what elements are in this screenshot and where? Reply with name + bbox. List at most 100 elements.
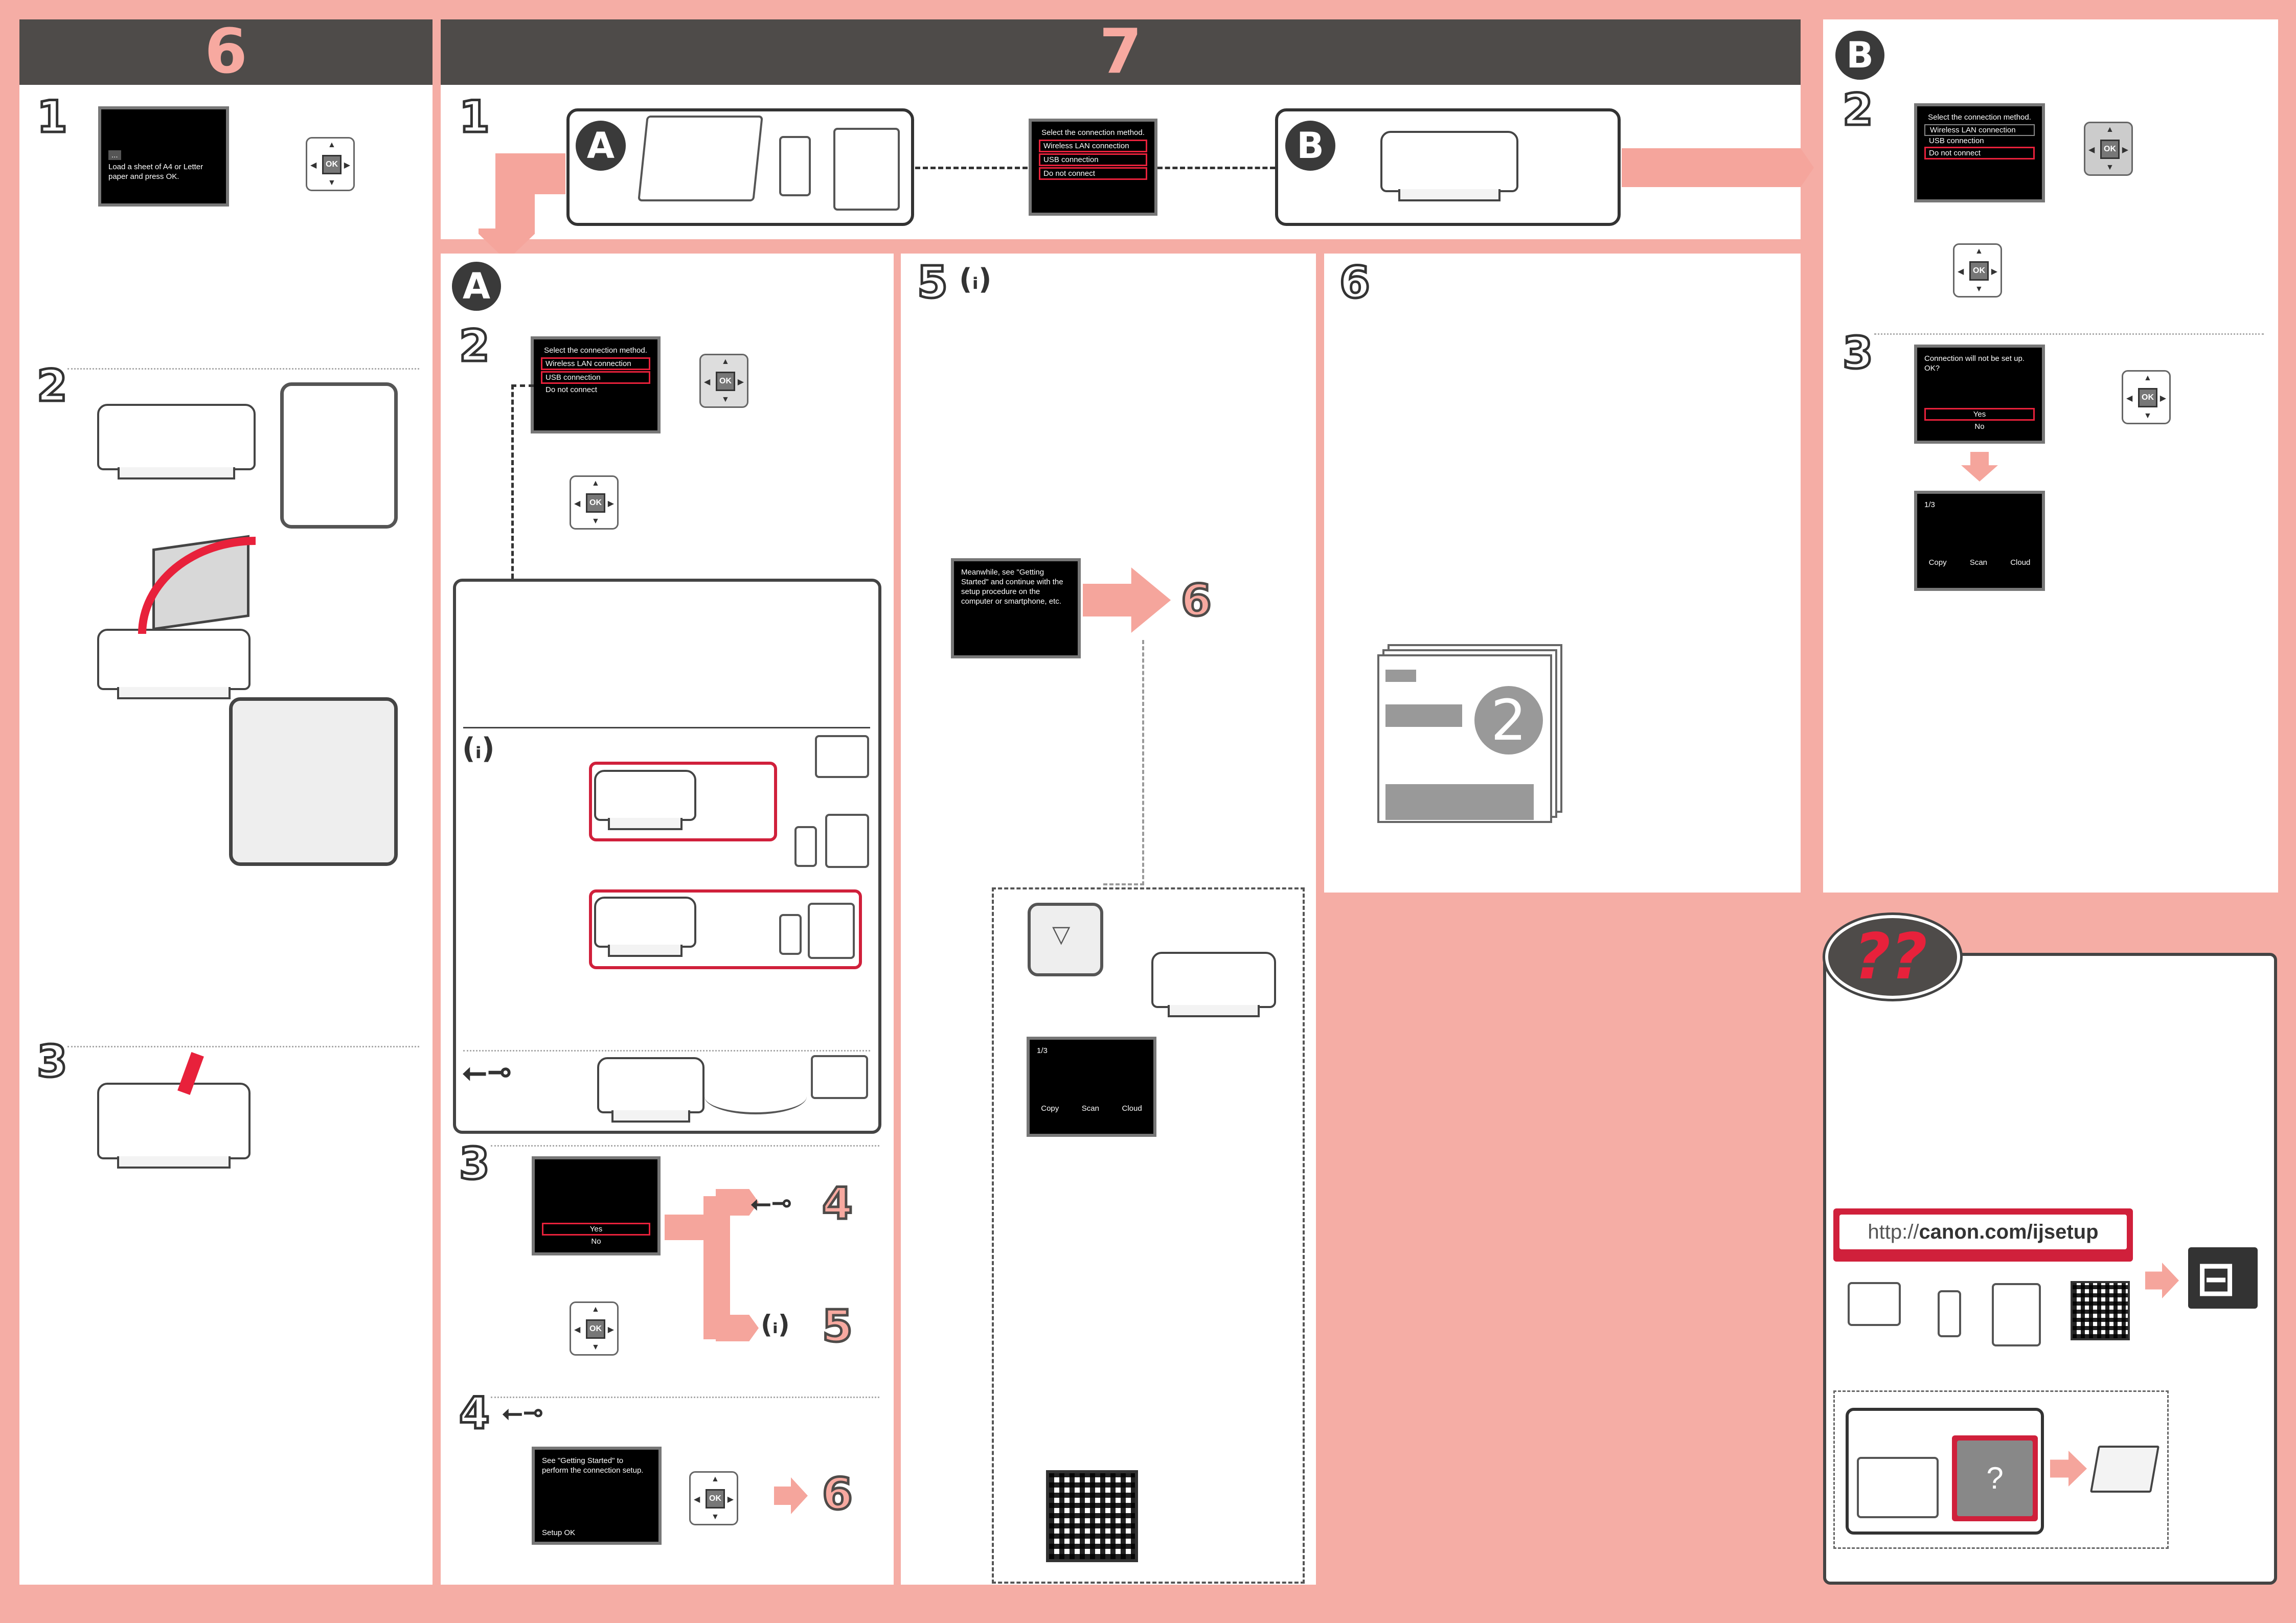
step-7-1: 1	[458, 92, 491, 143]
dashed-connector	[511, 384, 534, 579]
panel-b	[1823, 19, 2278, 893]
printer-icon	[597, 1057, 704, 1123]
lcd-getting-started: See "Getting Started" to perform the con…	[532, 1447, 662, 1545]
laptop-icon	[811, 1055, 868, 1099]
ok-label: OK	[1969, 261, 1989, 281]
lcd-option-usb: USB connection	[541, 371, 650, 384]
step-b-2: 2	[1842, 84, 1875, 135]
lcd-option-none: Do not connect	[545, 385, 597, 394]
ok-label: OK	[706, 1489, 725, 1508]
ref-step-5: 5	[821, 1301, 854, 1352]
ok-button-b-2[interactable]: OK▲▼◀▶	[2084, 122, 2133, 176]
laptop-icon	[1848, 1282, 1901, 1326]
printer-icon	[594, 770, 696, 830]
url-field[interactable]: http://canon.com/ijsetup	[1839, 1215, 2127, 1249]
ok-button-6-1[interactable]: OK▲▼◀▶	[306, 137, 355, 191]
tablet-icon	[825, 814, 869, 868]
lcd-not-set: Connection will not be set up. OK? Yes N…	[1914, 345, 2045, 444]
lcd-home-scan: Scan	[1081, 1104, 1099, 1113]
smartphone-icon	[779, 136, 811, 196]
lcd-yes: Yes	[1924, 408, 2035, 421]
step-6: 6	[1338, 257, 1372, 308]
step-b-3: 3	[1842, 328, 1875, 379]
step-6-2: 2	[36, 360, 69, 412]
ok-button-b-2b[interactable]: OK▲▼◀▶	[1953, 243, 2002, 298]
smartphone-icon	[794, 826, 817, 867]
lcd-blurred-yes-no: Yes No	[532, 1156, 661, 1255]
lcd-gs-text: See "Getting Started" to perform the con…	[542, 1456, 644, 1475]
book-icon	[2089, 1446, 2160, 1493]
option-a-box[interactable]	[566, 108, 914, 226]
divider	[67, 1046, 419, 1047]
ok-label: OK	[2100, 140, 2120, 159]
help-app-icon[interactable]: ?	[1952, 1435, 2038, 1521]
tablet-icon	[808, 903, 855, 959]
arrow-to-b	[1622, 148, 1814, 187]
manual-bar	[1385, 704, 1462, 727]
online-manual-icon[interactable]	[2188, 1247, 2258, 1309]
dashed-info-box	[992, 887, 1305, 1584]
lcd-home-b: 1/3 Copy Scan Cloud	[1914, 491, 2045, 591]
printer-icon	[1151, 952, 1276, 1017]
smartphone-icon	[1938, 1290, 1961, 1337]
panel-5	[901, 254, 1316, 1585]
lcd-home: 1/3 Copy Scan Cloud	[1027, 1037, 1156, 1137]
usb-icon: ⭠⊸	[751, 1188, 792, 1218]
lcd-home-scan: Scan	[1969, 558, 1988, 567]
scanner-glass-zoom	[229, 697, 398, 866]
smartphone-icon	[779, 914, 802, 955]
step-5: 5	[916, 257, 949, 308]
lcd-option-none: Do not connect	[1924, 147, 2035, 159]
step-a-4: 4	[458, 1388, 491, 1439]
manual-bar	[1385, 784, 1534, 820]
url-text: canon.com/ijsetup	[1919, 1221, 2099, 1243]
ok-button-b-3[interactable]: OK▲▼◀▶	[2122, 370, 2171, 424]
ref-step-4: 4	[821, 1178, 854, 1229]
question-icon: ??	[1854, 920, 1927, 994]
lcd-home-page: 1/3	[1924, 500, 1935, 509]
dashed-help-box	[1833, 1390, 2169, 1549]
url-prefix: http://	[1868, 1221, 1919, 1243]
printer-close-illustration	[97, 1083, 251, 1169]
branch-arrow-down	[716, 1315, 759, 1341]
lcd-connection-method-a: Select the connection method. Wireless L…	[531, 336, 661, 433]
branch-arrow	[665, 1215, 711, 1240]
lcd-load-line1: Load a sheet of A4 or Letter	[108, 163, 203, 171]
ref-step-6: 6	[1180, 575, 1213, 626]
step-6-1: 1	[36, 92, 69, 143]
back-button-zoom[interactable]	[1028, 903, 1103, 976]
lcd-option-none: Do not connect	[1039, 167, 1147, 180]
ok-button-a-3[interactable]: OK▲▼◀▶	[570, 1301, 619, 1356]
connector	[1157, 167, 1275, 169]
ok-label: OK	[586, 493, 605, 513]
ok-label: OK	[322, 155, 342, 174]
qr-code	[1046, 1470, 1138, 1562]
section-6-header: 6	[19, 19, 433, 85]
option-b-box[interactable]	[1275, 108, 1621, 226]
wireless-icon: (ᵢ)	[462, 732, 495, 765]
router-setup-box	[589, 762, 777, 841]
section-7-header: 7	[441, 19, 1801, 85]
lcd-connection-method: Select the connection method. Wireless L…	[1029, 119, 1157, 216]
ok-button-a-4[interactable]: OK▲▼◀▶	[689, 1471, 738, 1525]
lcd-home-copy: Copy	[1041, 1104, 1059, 1113]
help-badge	[1825, 915, 1960, 999]
dashed-down-arrow	[1103, 640, 1144, 885]
step-a-2: 2	[458, 321, 491, 372]
branch-arrow-up	[716, 1189, 759, 1216]
ok-label: OK	[586, 1319, 605, 1339]
printer-icon	[594, 897, 696, 957]
lcd-option-usb: USB connection	[1929, 136, 1984, 145]
connector	[915, 167, 1028, 169]
lcd-meanwhile: Meanwhile, see "Getting Started" and con…	[951, 558, 1081, 658]
wireless-icon: (ᵢ)	[959, 263, 992, 296]
ok-button-a-2b[interactable]: OK▲▼◀▶	[570, 475, 619, 530]
divider	[1874, 333, 2264, 335]
step-6-3: 3	[36, 1036, 69, 1087]
laptop-icon	[638, 116, 763, 201]
lcd-home-cloud: Cloud	[1122, 1104, 1142, 1113]
usb-icon: ⭠⊸	[462, 1054, 513, 1090]
wireless-icon: (ᵢ)	[761, 1310, 790, 1339]
ok-button-a-2[interactable]: OK▲▼◀▶	[699, 354, 748, 408]
ok-label: OK	[2138, 388, 2157, 407]
